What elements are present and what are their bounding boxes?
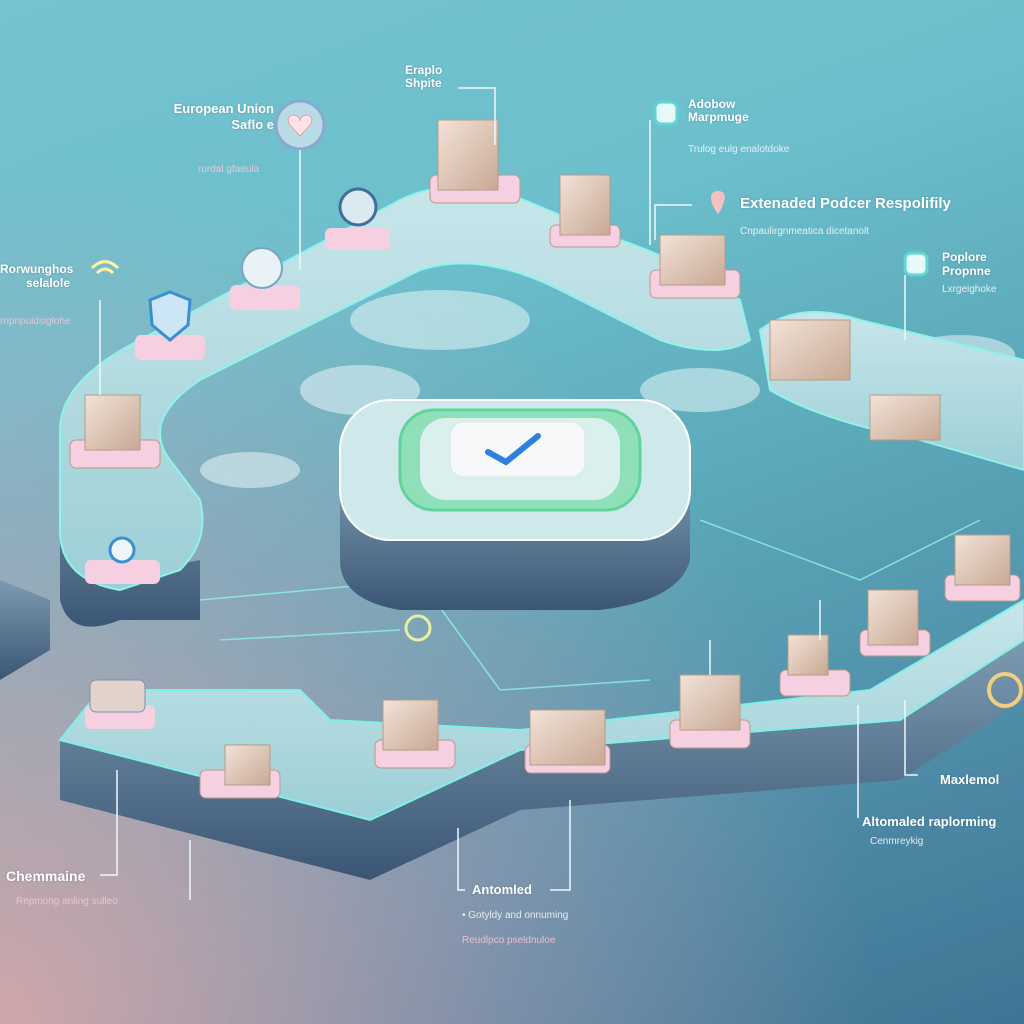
chem-title: Chemmaine [6, 868, 86, 884]
chem-subtitle: Repmong anling sulleo [16, 896, 118, 907]
checkmark-button [449, 421, 586, 478]
label-title: Propnne [942, 264, 991, 278]
main-platform-loop [59, 185, 752, 592]
epr-title: Extenaded Podcer Respolifily [740, 195, 951, 212]
label-title: European Union [173, 101, 274, 116]
label-title: Shpite [405, 76, 442, 90]
ring-icon [987, 672, 1023, 708]
label-title: Adobow [688, 97, 736, 111]
heart-icon [287, 114, 313, 137]
checkmark-icon [485, 433, 541, 466]
icon-tiles [85, 99, 1023, 729]
box-stack [199, 744, 281, 799]
box-stack [944, 534, 1021, 602]
globe-icon [338, 187, 378, 227]
box-stack [374, 699, 456, 769]
package-boxes [69, 119, 1021, 799]
label-title: selalole [25, 276, 70, 290]
box-stack [524, 709, 611, 774]
location-pin-icon [711, 191, 725, 214]
automated-subtitle: Reudlpco pseldnuloe [462, 935, 556, 946]
monitoring-subtitle: Trulog eulg enalotdoke [688, 144, 790, 155]
box-stack [429, 119, 521, 204]
epr-subtitle: Cnpaulirgnmeatica dicetanolt [740, 226, 869, 237]
label-title: Saflo e [231, 117, 274, 132]
user-badge-icon [653, 100, 679, 126]
box-stack [549, 174, 621, 248]
box-stack [779, 634, 851, 697]
propnne-subtitle: Lxrgeighoke [942, 284, 997, 295]
box-stack [649, 234, 741, 299]
box-stack [769, 319, 941, 441]
menu-badge-icon [903, 251, 929, 277]
node-ring [404, 614, 432, 642]
callout-lines [99, 87, 918, 900]
maxlemol-title: Maxlemol [940, 772, 1000, 787]
tools-icon [89, 679, 146, 713]
label-title: Poplore [942, 250, 987, 264]
label-title: Eraplo [405, 63, 443, 77]
eu-subtitle: rurdal gfaeula [198, 164, 260, 175]
box-stack [859, 589, 931, 657]
bullet-text: Gotyldy and onnuming [468, 910, 569, 921]
left-subtitle: rnpnpuidsiglohe [0, 316, 71, 327]
box-stack [669, 674, 751, 749]
left-ledge [0, 580, 50, 680]
shield-icon [148, 290, 192, 342]
reporting-subtitle: Cenmreykig [870, 836, 924, 847]
floor-lines [199, 519, 981, 691]
reporting-title: Altomaled raplorming [862, 814, 997, 829]
box-stack [69, 394, 161, 469]
automated-bullet: • Gotyldy and onnuming [462, 910, 569, 921]
label-title: Marpmuge [688, 110, 749, 124]
lower-platform-top [58, 598, 1024, 822]
wifi-icon [90, 260, 120, 275]
globe-icon [241, 247, 283, 289]
label-title: Rorwunghos [0, 262, 74, 276]
automated-title: Antomled [472, 882, 532, 897]
ring-icon [108, 536, 136, 564]
